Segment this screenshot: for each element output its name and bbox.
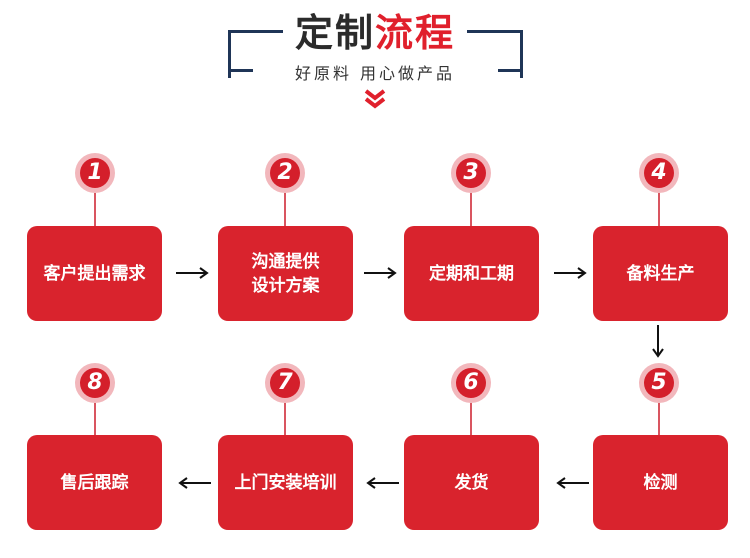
step-box-2: 沟通提供 设计方案	[218, 226, 353, 321]
arrow-down-icon	[652, 325, 664, 358]
step-label: 上门安装培训	[234, 472, 337, 493]
connector-stem	[658, 193, 660, 226]
step-number-badge: 6	[451, 363, 491, 403]
step-label: 检测	[643, 472, 678, 493]
step-label: 售后跟踪	[60, 472, 129, 493]
right-bracket-bottom-line	[498, 69, 523, 72]
page-subtitle: 好原料 用心做产品	[294, 64, 456, 83]
connector-stem	[284, 193, 286, 226]
step-number: 2	[270, 158, 300, 188]
step-number-badge: 1	[75, 153, 115, 193]
step-label: 发货	[454, 472, 489, 493]
connector-stem	[470, 403, 472, 435]
step-number-badge: 2	[265, 153, 305, 193]
connector-stem	[284, 403, 286, 435]
step-number-badge: 4	[639, 153, 679, 193]
step-number: 6	[456, 368, 486, 398]
left-bracket-bottom-line	[228, 69, 253, 72]
step-box-3: 定期和工期	[404, 226, 539, 321]
double-chevron-down-icon	[364, 89, 386, 109]
step-box-7: 上门安装培训	[218, 435, 353, 530]
step-number-badge: 3	[451, 153, 491, 193]
step-box-6: 发货	[404, 435, 539, 530]
step-number: 5	[644, 368, 674, 398]
arrow-right-icon	[554, 267, 587, 279]
step-label: 沟通提供 设计方案	[251, 251, 320, 296]
arrow-right-icon	[364, 267, 397, 279]
title-dark-part: 定制	[294, 11, 375, 55]
step-number: 4	[644, 158, 674, 188]
step-number-badge: 8	[75, 363, 115, 403]
right-bracket-top-line	[467, 30, 523, 33]
step-box-8: 售后跟踪	[27, 435, 162, 530]
step-box-5: 检测	[593, 435, 728, 530]
step-box-4: 备料生产	[593, 226, 728, 321]
step-number: 1	[80, 158, 110, 188]
page-title: 定制流程	[0, 8, 750, 58]
left-bracket-top-line	[228, 30, 283, 33]
arrow-left-icon	[178, 477, 211, 489]
step-box-1: 客户提出需求	[27, 226, 162, 321]
step-label: 客户提出需求	[43, 263, 146, 284]
step-number-badge: 5	[639, 363, 679, 403]
connector-stem	[94, 193, 96, 226]
connector-stem	[658, 403, 660, 435]
step-number-badge: 7	[265, 363, 305, 403]
connector-stem	[94, 403, 96, 435]
arrow-left-icon	[366, 477, 399, 489]
step-label: 定期和工期	[429, 263, 514, 284]
step-label: 备料生产	[626, 263, 695, 284]
connector-stem	[470, 193, 472, 226]
arrow-left-icon	[556, 477, 589, 489]
step-number: 3	[456, 158, 486, 188]
arrow-right-icon	[176, 267, 209, 279]
step-number: 7	[270, 368, 300, 398]
step-number: 8	[80, 368, 110, 398]
title-red-part: 流程	[375, 11, 456, 55]
